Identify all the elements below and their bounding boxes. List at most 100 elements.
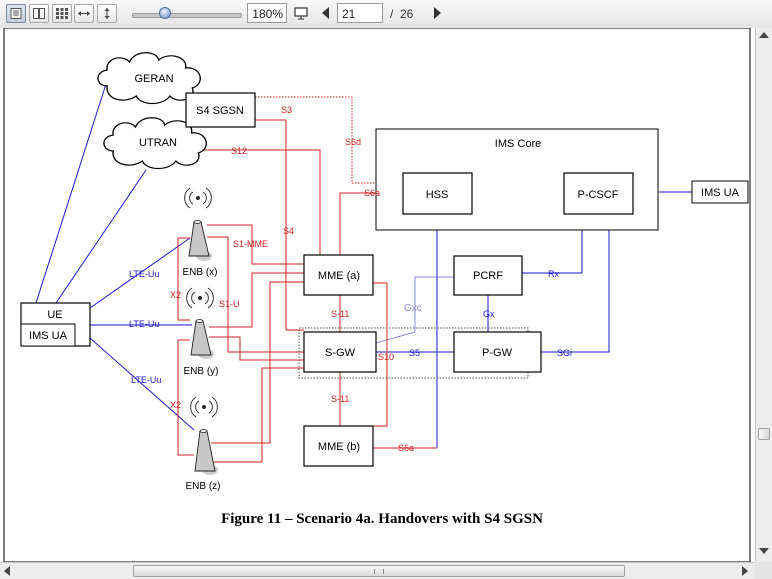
label-s1-mme: S1-MME bbox=[233, 239, 268, 249]
horizontal-scrollbar[interactable] bbox=[0, 562, 755, 579]
node-mme-a-label: MME (a) bbox=[318, 270, 360, 282]
enb-x-label: ENB (x) bbox=[183, 267, 218, 278]
grid-view-icon bbox=[56, 8, 68, 19]
fit-height-icon bbox=[104, 8, 110, 19]
link-x2-top bbox=[177, 237, 190, 321]
node-sgw-label: S-GW bbox=[325, 347, 356, 359]
scroll-right-arrow-icon[interactable] bbox=[742, 566, 748, 576]
node-ue-ims-ua-label: IMS UA bbox=[29, 330, 68, 342]
label-lte-uu-1: LTE-Uu bbox=[129, 269, 159, 279]
label-s12: S12 bbox=[231, 146, 247, 156]
zoom-input[interactable]: 180% bbox=[247, 3, 287, 23]
node-ims-ua-right-label: IMS UA bbox=[701, 187, 740, 199]
antenna-icon bbox=[184, 187, 212, 209]
enb-z-label: ENB (z) bbox=[186, 481, 221, 492]
label-x2-bottom: X2 bbox=[170, 400, 181, 410]
node-pgw: P-GW bbox=[453, 331, 542, 373]
document-viewport[interactable]: GERAN UTRAN S4 SGSN IMS Core HSS P-CSCF … bbox=[0, 28, 755, 562]
fit-width-icon bbox=[78, 11, 90, 16]
label-lte-uu-3: LTE-Uu bbox=[131, 375, 161, 385]
enb-x: ENB (x) bbox=[183, 187, 218, 278]
fullscreen-icon[interactable] bbox=[294, 7, 308, 20]
page-number-input[interactable]: 21 bbox=[337, 3, 383, 23]
vertical-scrollbar[interactable] bbox=[755, 28, 772, 562]
link-s1u-z bbox=[213, 367, 304, 463]
label-s5: S5 bbox=[409, 348, 420, 358]
link-s1u-x bbox=[207, 236, 304, 353]
single-page-icon bbox=[10, 8, 22, 19]
two-page-icon bbox=[33, 8, 45, 19]
label-s6a-top: S6a bbox=[364, 188, 380, 198]
node-hss: HSS bbox=[402, 172, 473, 215]
two-page-view-button[interactable] bbox=[29, 4, 49, 23]
label-s11-top: S-11 bbox=[331, 309, 349, 319]
label-s3: S3 bbox=[281, 105, 292, 115]
link-s1-mme-z bbox=[211, 281, 304, 444]
scrollbar-corner bbox=[755, 562, 772, 579]
link-x2-bottom bbox=[177, 339, 194, 456]
node-ue-label: UE bbox=[47, 309, 62, 321]
zoom-slider-track[interactable] bbox=[132, 13, 242, 18]
label-rx: Rx bbox=[548, 269, 559, 279]
network-diagram: GERAN UTRAN S4 SGSN IMS Core HSS P-CSCF … bbox=[3, 28, 751, 562]
scroll-grip-icon bbox=[374, 569, 384, 574]
label-s1-u: S1-U bbox=[219, 299, 240, 309]
node-pcrf: PCRF bbox=[453, 255, 523, 296]
prev-page-icon[interactable] bbox=[322, 7, 330, 19]
cloud-utran: UTRAN bbox=[103, 117, 207, 170]
figure-caption: Figure 11 – Scenario 4a. Handovers with … bbox=[221, 511, 543, 527]
label-s10: S10 bbox=[378, 352, 394, 362]
page-separator: / bbox=[390, 7, 394, 21]
link-s1-mme-y bbox=[209, 272, 304, 328]
scroll-down-arrow-icon[interactable] bbox=[759, 548, 769, 554]
fit-height-button[interactable] bbox=[97, 4, 117, 23]
next-page-icon[interactable] bbox=[434, 7, 442, 19]
zoom-slider-thumb[interactable] bbox=[159, 7, 171, 19]
cloud-utran-label: UTRAN bbox=[139, 137, 177, 149]
vertical-scroll-thumb[interactable] bbox=[758, 428, 770, 440]
node-pcscf: P-CSCF bbox=[563, 172, 634, 215]
page-frame bbox=[3, 28, 751, 562]
link-ue-utran bbox=[55, 169, 147, 304]
horizontal-scroll-thumb[interactable] bbox=[133, 565, 625, 577]
link-gxc bbox=[375, 276, 454, 344]
link-s1u-y bbox=[209, 336, 304, 361]
node-s4-sgsn: S4 SGSN bbox=[185, 92, 256, 128]
fit-width-button[interactable] bbox=[74, 4, 94, 23]
cloud-geran: GERAN bbox=[97, 52, 201, 105]
node-mme-b-label: MME (b) bbox=[318, 441, 360, 453]
label-s11-bottom: S-11 bbox=[331, 394, 349, 404]
page-total: 26 bbox=[400, 7, 414, 21]
enb-y: ENB (y) bbox=[184, 287, 219, 377]
cloud-geran-label: GERAN bbox=[134, 73, 173, 85]
blue-link-labels: LTE-Uu LTE-Uu LTE-Uu Rx Gx S5 SGi bbox=[129, 269, 572, 385]
link-s12 bbox=[185, 149, 321, 262]
red-links bbox=[177, 119, 437, 463]
node-s4-sgsn-label: S4 SGSN bbox=[196, 105, 244, 117]
node-hss-label: HSS bbox=[426, 189, 449, 201]
grid-view-button[interactable] bbox=[52, 4, 72, 23]
link-s1-mme-x bbox=[207, 224, 304, 265]
label-x2-top: X2 bbox=[170, 290, 181, 300]
node-pgw-label: P-GW bbox=[482, 347, 513, 359]
label-sgi: SGi bbox=[557, 348, 572, 358]
single-page-view-button[interactable] bbox=[6, 4, 26, 23]
link-ue-enbx bbox=[89, 237, 191, 309]
node-pcrf-label: PCRF bbox=[473, 270, 503, 282]
enb-y-label: ENB (y) bbox=[184, 366, 219, 377]
antenna-icon bbox=[190, 396, 218, 418]
scroll-left-arrow-icon[interactable] bbox=[4, 566, 10, 576]
label-s6d: S6d bbox=[345, 137, 361, 147]
node-ims-ua-right: IMS UA bbox=[691, 180, 749, 204]
label-lte-uu-2: LTE-Uu bbox=[129, 319, 159, 329]
link-rx bbox=[522, 214, 583, 274]
node-ue: UE IMS UA bbox=[20, 302, 91, 347]
scroll-up-arrow-icon[interactable] bbox=[759, 32, 769, 38]
node-ims-core-label: IMS Core bbox=[495, 138, 541, 150]
link-s4 bbox=[255, 119, 304, 331]
link-sgi bbox=[541, 214, 610, 353]
label-s4: S4 bbox=[283, 226, 294, 236]
link-ue-geran bbox=[35, 83, 107, 304]
red-link-labels: S3 S6d S12 S6a S1-MME S4 S1-U X2 X2 S-11… bbox=[170, 105, 414, 453]
label-gx: Gx bbox=[483, 309, 495, 319]
